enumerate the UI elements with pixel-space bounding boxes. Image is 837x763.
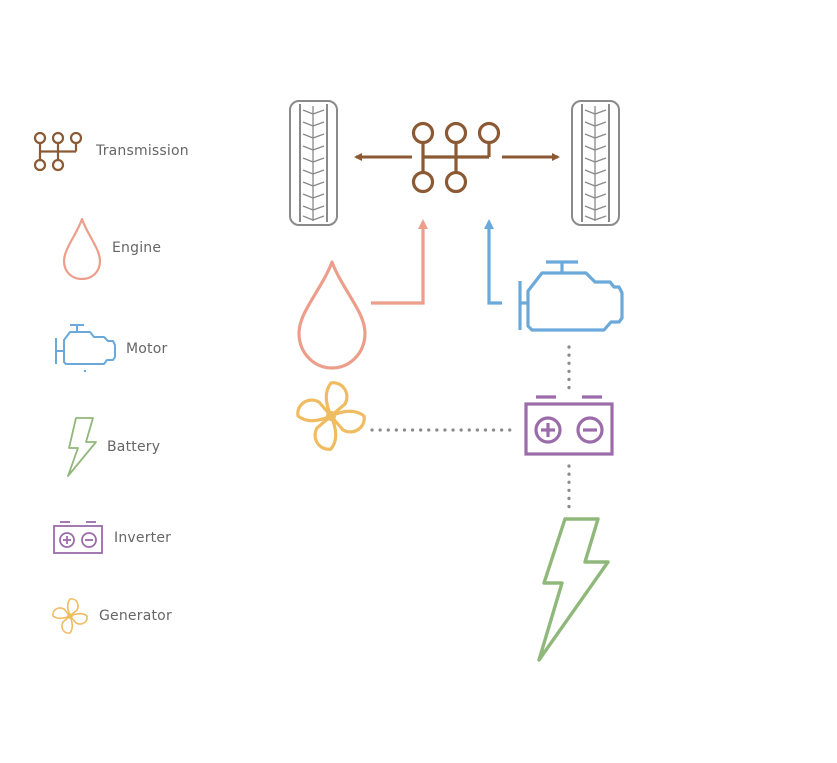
legend-label-engine: Engine bbox=[112, 240, 162, 256]
lightning-bolt-icon bbox=[67, 417, 97, 477]
transmission-icon bbox=[33, 131, 83, 172]
motor-icon bbox=[55, 324, 116, 373]
legend-label-battery: Battery bbox=[107, 439, 161, 455]
engine-power-arrow bbox=[371, 219, 428, 305]
legend-label-generator: Generator bbox=[99, 608, 172, 624]
generator-fan-icon bbox=[296, 381, 366, 451]
fuel-drop-icon bbox=[62, 217, 102, 281]
fan-icon bbox=[52, 598, 88, 634]
legend: Transmission Engine Motor Battery bbox=[0, 0, 260, 763]
motor-power-arrow bbox=[484, 219, 502, 305]
left-tire-icon bbox=[289, 100, 338, 226]
battery-bolt-icon bbox=[537, 517, 610, 662]
legend-label-motor: Motor bbox=[126, 341, 168, 357]
engine-drop-icon bbox=[297, 260, 367, 370]
legend-label-transmission: Transmission bbox=[96, 143, 189, 159]
legend-label-inverter: Inverter bbox=[114, 530, 172, 546]
transmission-center-icon bbox=[411, 121, 501, 194]
inverter-center-icon bbox=[524, 395, 614, 456]
right-tire-icon bbox=[571, 100, 620, 226]
motor-center-icon bbox=[518, 260, 624, 332]
inverter-icon bbox=[53, 521, 103, 554]
